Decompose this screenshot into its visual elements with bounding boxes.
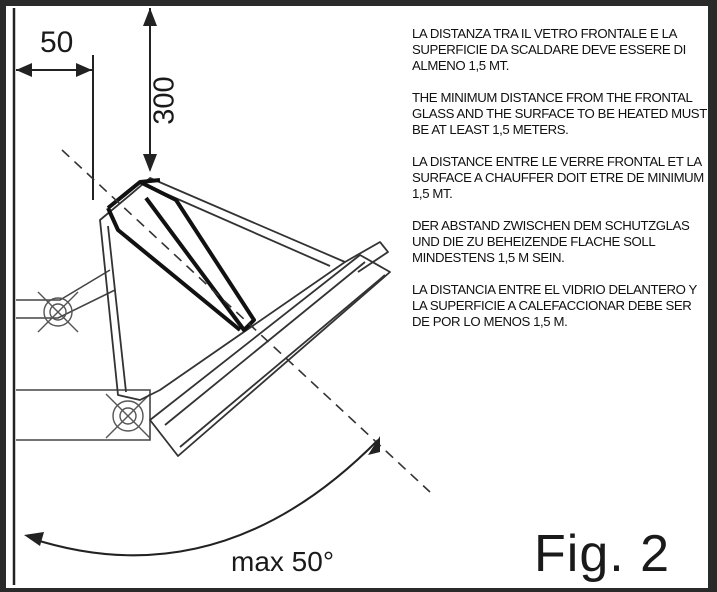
lower-pivot (105, 393, 151, 439)
note-spanish: LA DISTANCIA ENTRE EL VIDRIO DELANTERO Y… (412, 282, 697, 329)
angle-arc (29, 439, 379, 557)
note-french: LA DISTANCE ENTRE LE VERRE FRONTAL ET LA… (412, 154, 704, 201)
angle-arrow-right (368, 436, 380, 455)
wall-bracket (16, 269, 151, 441)
angle-label: max 50° (231, 546, 335, 577)
notes-block: LA DISTANZA TRA IL VETRO FRONTALE E LA S… (412, 26, 712, 346)
dim-300-arrow-bottom (143, 154, 157, 172)
dim-300-arrow-top (143, 8, 157, 26)
heating-element (106, 178, 256, 332)
upper-pivot (37, 291, 79, 333)
note-english: THE MINIMUM DISTANCE FROM THE FRONTAL GL… (412, 90, 707, 137)
dimension-50-label: 50 (40, 26, 74, 59)
angle-arrow-left (24, 532, 44, 546)
note-german: DER ABSTAND ZWISCHEN DEM SCHUTZGLAS UND … (412, 218, 690, 265)
note-italian: LA DISTANZA TRA IL VETRO FRONTALE E LA S… (412, 26, 686, 73)
dimension-300-label: 300 (148, 76, 181, 125)
dim-50-arrow-right (76, 63, 92, 77)
dim-50-arrow-left (16, 63, 32, 77)
figure-panel: 50 300 max 50° Fig. 2 LA DISTANZA TRA IL… (6, 6, 708, 588)
mounting-diagram (12, 8, 431, 585)
heater-body (99, 177, 391, 457)
figure-label: Fig. 2 (534, 525, 671, 583)
